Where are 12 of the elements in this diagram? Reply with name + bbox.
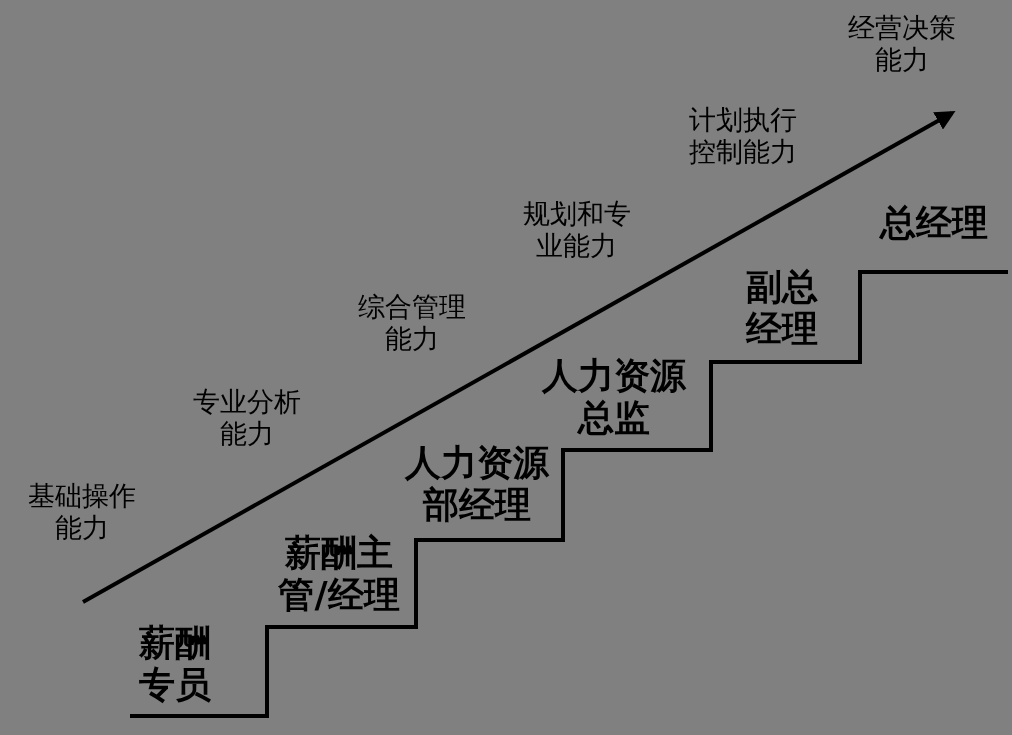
job-title: 人力资源部经理: [404, 442, 550, 527]
skill-label: 综合管理能力: [357, 291, 467, 355]
job-title: 薪酬专员: [138, 622, 212, 707]
job-title: 总经理: [878, 202, 989, 245]
job-title: 副总经理: [744, 266, 819, 351]
skill-label: 规划和专业能力: [522, 198, 632, 262]
skill-label: 专业分析能力: [192, 386, 302, 450]
skill-label: 经营决策能力: [847, 12, 957, 76]
job-title: 人力资源总监: [541, 355, 687, 440]
skill-label: 基础操作能力: [27, 480, 137, 544]
job-title: 薪酬主管/经理: [277, 532, 401, 617]
skill-label: 计划执行控制能力: [688, 104, 798, 168]
